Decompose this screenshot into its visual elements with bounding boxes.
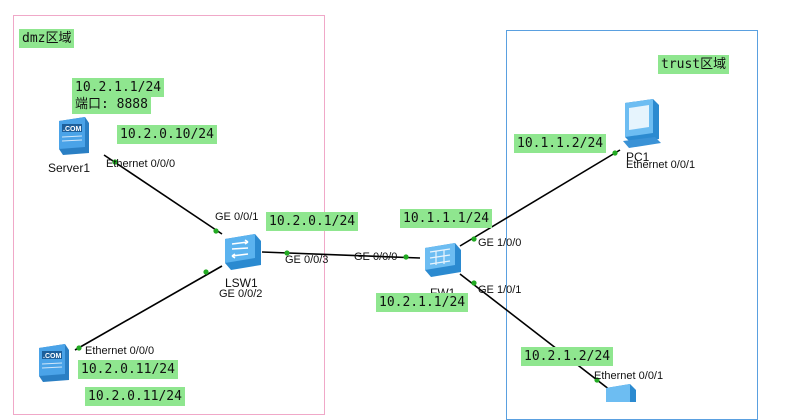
server1-port: Ethernet 0/0/0 <box>106 158 176 170</box>
port-dot <box>76 345 82 351</box>
pc1-port: Ethernet 0/0/1 <box>626 159 696 171</box>
server2-addr-label: 10.2.0.11/24 <box>78 360 178 379</box>
port-dot <box>213 228 219 234</box>
lsw1-addr-label: 10.2.0.1/24 <box>266 212 359 231</box>
port-dot <box>594 377 600 383</box>
fw1-dmz-addr-label: 10.2.1.1/24 <box>376 293 469 312</box>
lsw1-port-ge001: GE 0/0/1 <box>215 211 259 223</box>
pc1-name: PC1 <box>626 150 650 164</box>
firewall-icon[interactable] <box>421 240 463 278</box>
port-dot <box>203 269 209 275</box>
server1-addr-label: 10.2.0.10/24 <box>117 125 217 144</box>
pc-icon[interactable] <box>600 380 640 402</box>
server-icon[interactable]: .COM <box>33 342 71 382</box>
server2-port: Ethernet 0/0/0 <box>85 345 155 357</box>
server2-addr-label-2: 10.2.0.11/24 <box>85 387 185 406</box>
pc2-port: Ethernet 0/0/1 <box>594 370 664 382</box>
dmz-zone-label: dmz区域 <box>19 29 75 48</box>
trust-zone-label: trust区域 <box>658 55 730 74</box>
port-dot <box>284 250 290 256</box>
link-fw1-pc2 <box>459 273 611 391</box>
pc1-addr-label: 10.1.1.2/24 <box>514 134 607 153</box>
server1-name: Server1 <box>48 161 91 175</box>
server-icon[interactable]: .COM <box>53 115 91 155</box>
port-dot <box>403 254 409 260</box>
switch-icon[interactable] <box>221 231 263 271</box>
svg-text:.COM: .COM <box>43 353 61 360</box>
lsw1-port-ge002: GE 0/0/2 <box>219 288 263 300</box>
link-server2-lsw1 <box>74 265 223 351</box>
lsw1-port-ge003: GE 0/0/3 <box>285 254 329 266</box>
port-dot <box>612 150 618 156</box>
port-dot <box>112 159 118 165</box>
svg-text:.COM: .COM <box>63 126 81 133</box>
lsw1-name: LSW1 <box>225 276 258 290</box>
port-dot <box>471 280 477 286</box>
fw1-trust-addr-label: 10.1.1.1/24 <box>400 209 493 228</box>
port-dot <box>471 236 477 242</box>
fw1-port-ge100: GE 1/0/0 <box>478 237 522 249</box>
server1-ip-label: 10.2.1.1/24 <box>72 78 165 97</box>
link-server1-lsw1 <box>103 154 223 235</box>
fw1-port-ge000: GE 0/0/0 <box>354 251 398 263</box>
pc-icon[interactable] <box>617 99 665 149</box>
fw1-port-ge101: GE 1/0/1 <box>478 284 522 296</box>
pc2-addr-label: 10.2.1.2/24 <box>521 347 614 366</box>
server1-port-label: 端口: 8888 <box>72 95 151 114</box>
topology-links <box>74 149 621 391</box>
link-fw1-pc1 <box>459 149 621 247</box>
